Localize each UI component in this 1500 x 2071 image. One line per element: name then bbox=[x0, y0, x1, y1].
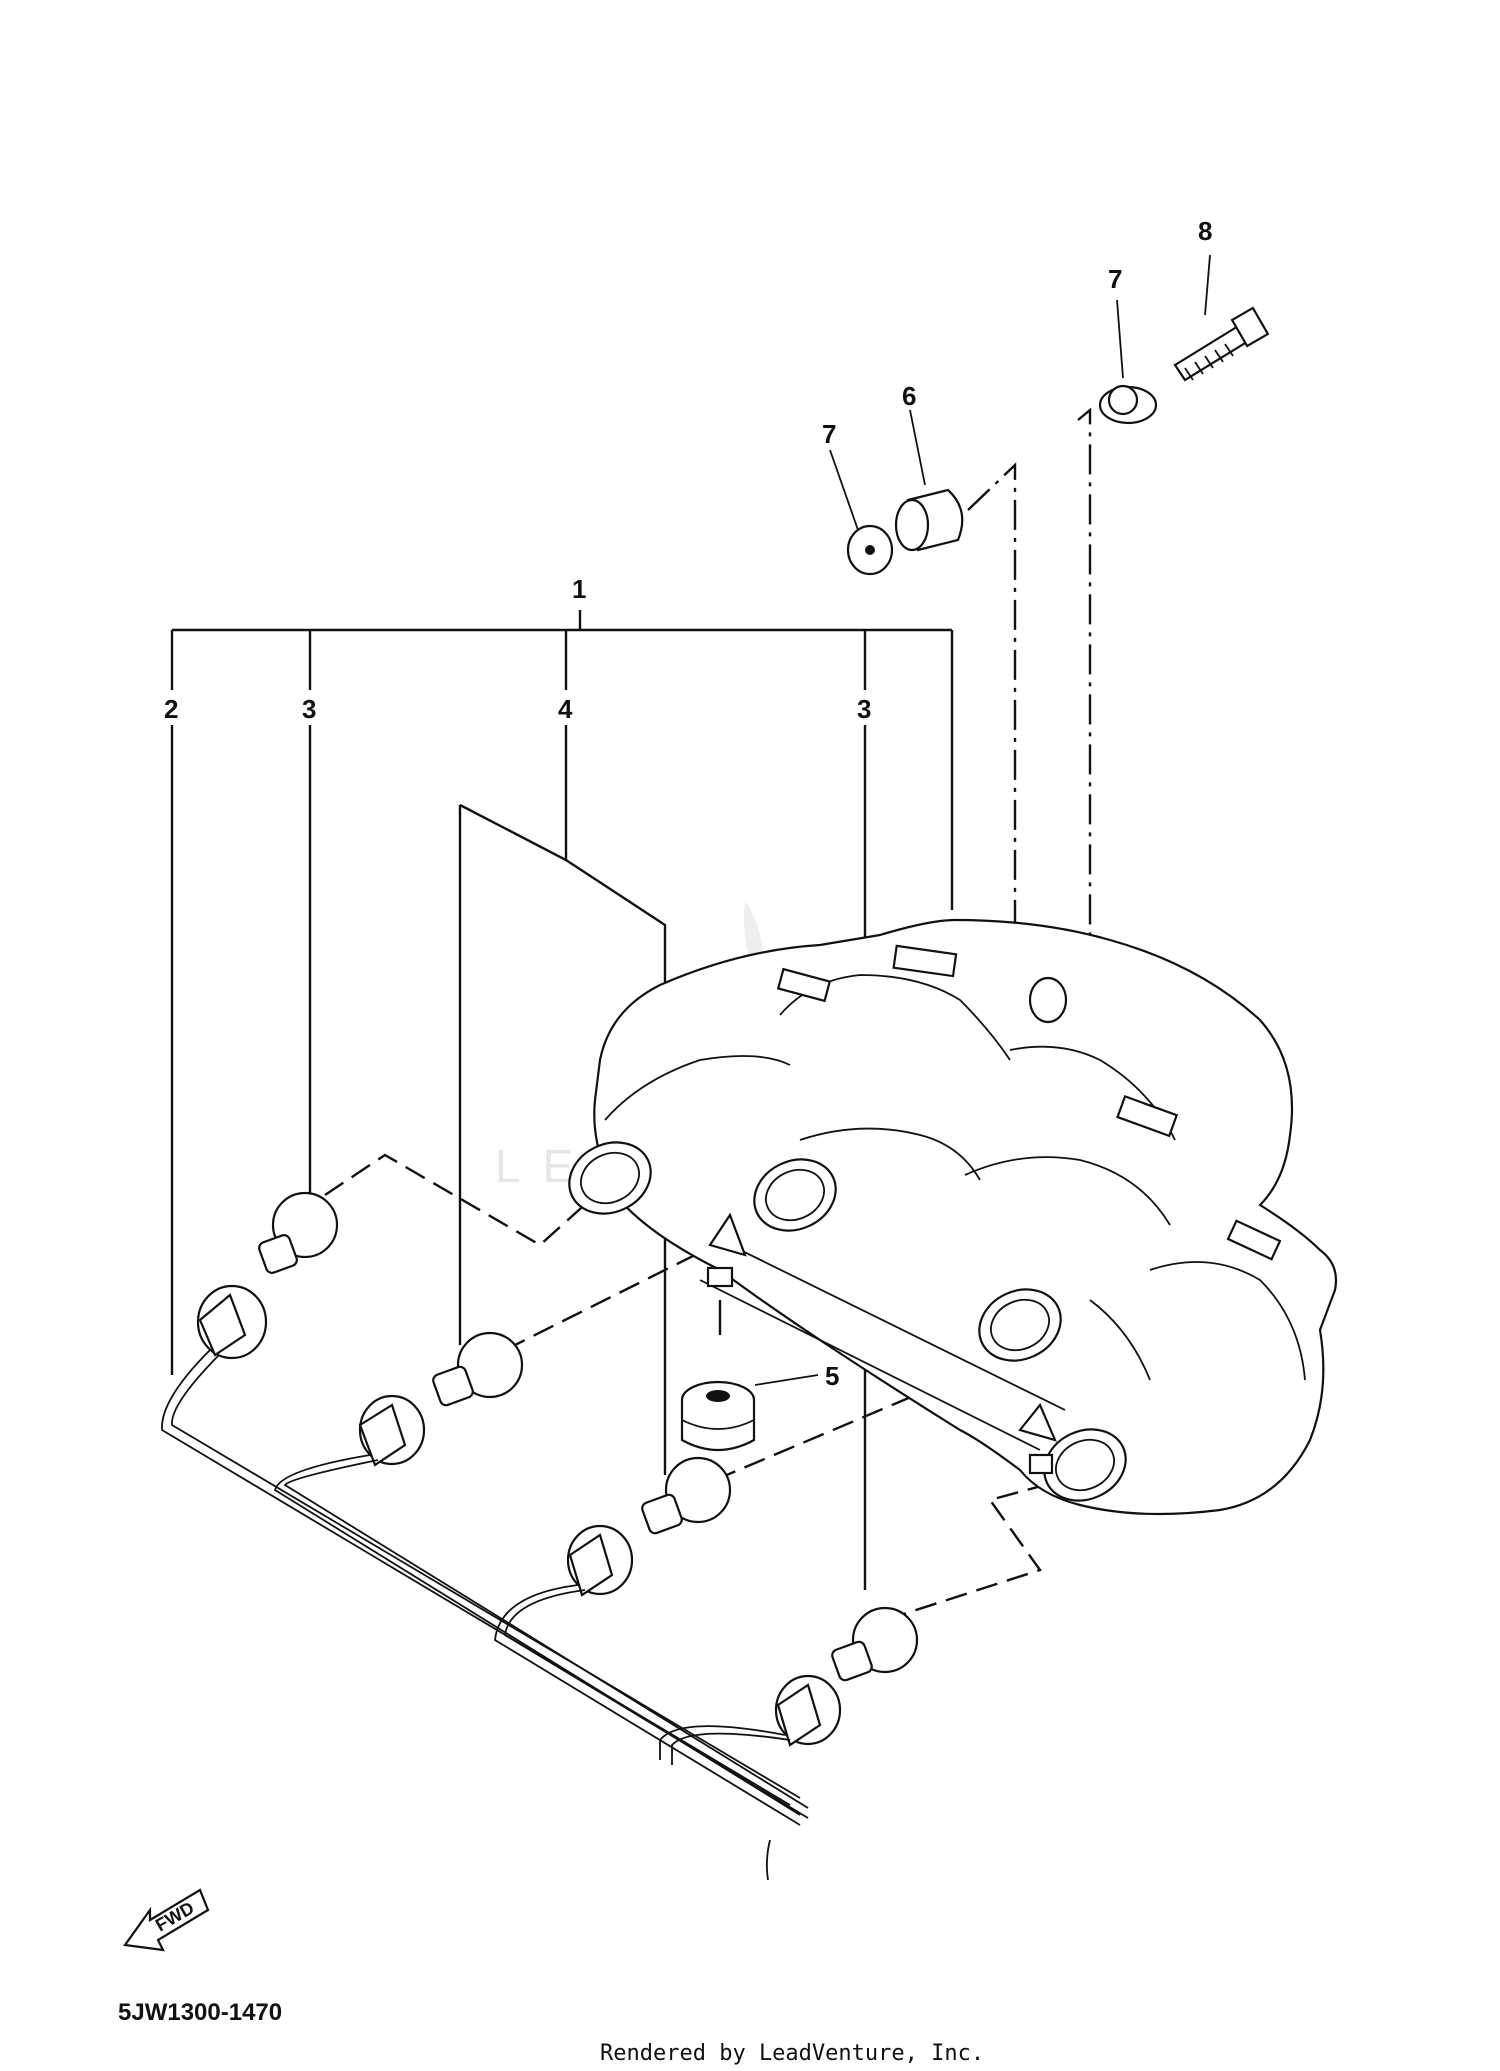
callout-6: 6 bbox=[902, 381, 916, 411]
footer-credit: Rendered by LeadVenture, Inc. bbox=[600, 2041, 984, 2066]
diagram-code: 5JW1300-1470 bbox=[118, 1999, 282, 2026]
callout-8: 8 bbox=[1198, 216, 1212, 246]
callout-7-left: 7 bbox=[822, 419, 836, 449]
callout-7-right: 7 bbox=[1108, 264, 1122, 294]
callout-1: 1 bbox=[572, 574, 586, 604]
callout-3-left: 3 bbox=[302, 694, 316, 724]
callout-2: 2 bbox=[164, 694, 178, 724]
bulb-middle bbox=[641, 1456, 732, 1535]
taillight-housing bbox=[568, 918, 1338, 1516]
bulb-upper-left bbox=[258, 1191, 339, 1274]
bulb-lower bbox=[831, 1606, 919, 1682]
bulbs bbox=[258, 1191, 919, 1682]
fwd-arrow-icon: FWD bbox=[123, 1888, 210, 1952]
bulb-middle-left bbox=[432, 1331, 524, 1407]
callout-5: 5 bbox=[825, 1361, 839, 1391]
callout-4: 4 bbox=[558, 694, 573, 724]
callout-3-right: 3 bbox=[857, 694, 871, 724]
callout-labels: 1 2 3 3 4 5 6 7 7 8 bbox=[164, 216, 1212, 1391]
wiring-harness bbox=[161, 1284, 842, 1881]
grommet-part-5 bbox=[680, 1380, 756, 1451]
mounting-hardware bbox=[846, 306, 1270, 576]
